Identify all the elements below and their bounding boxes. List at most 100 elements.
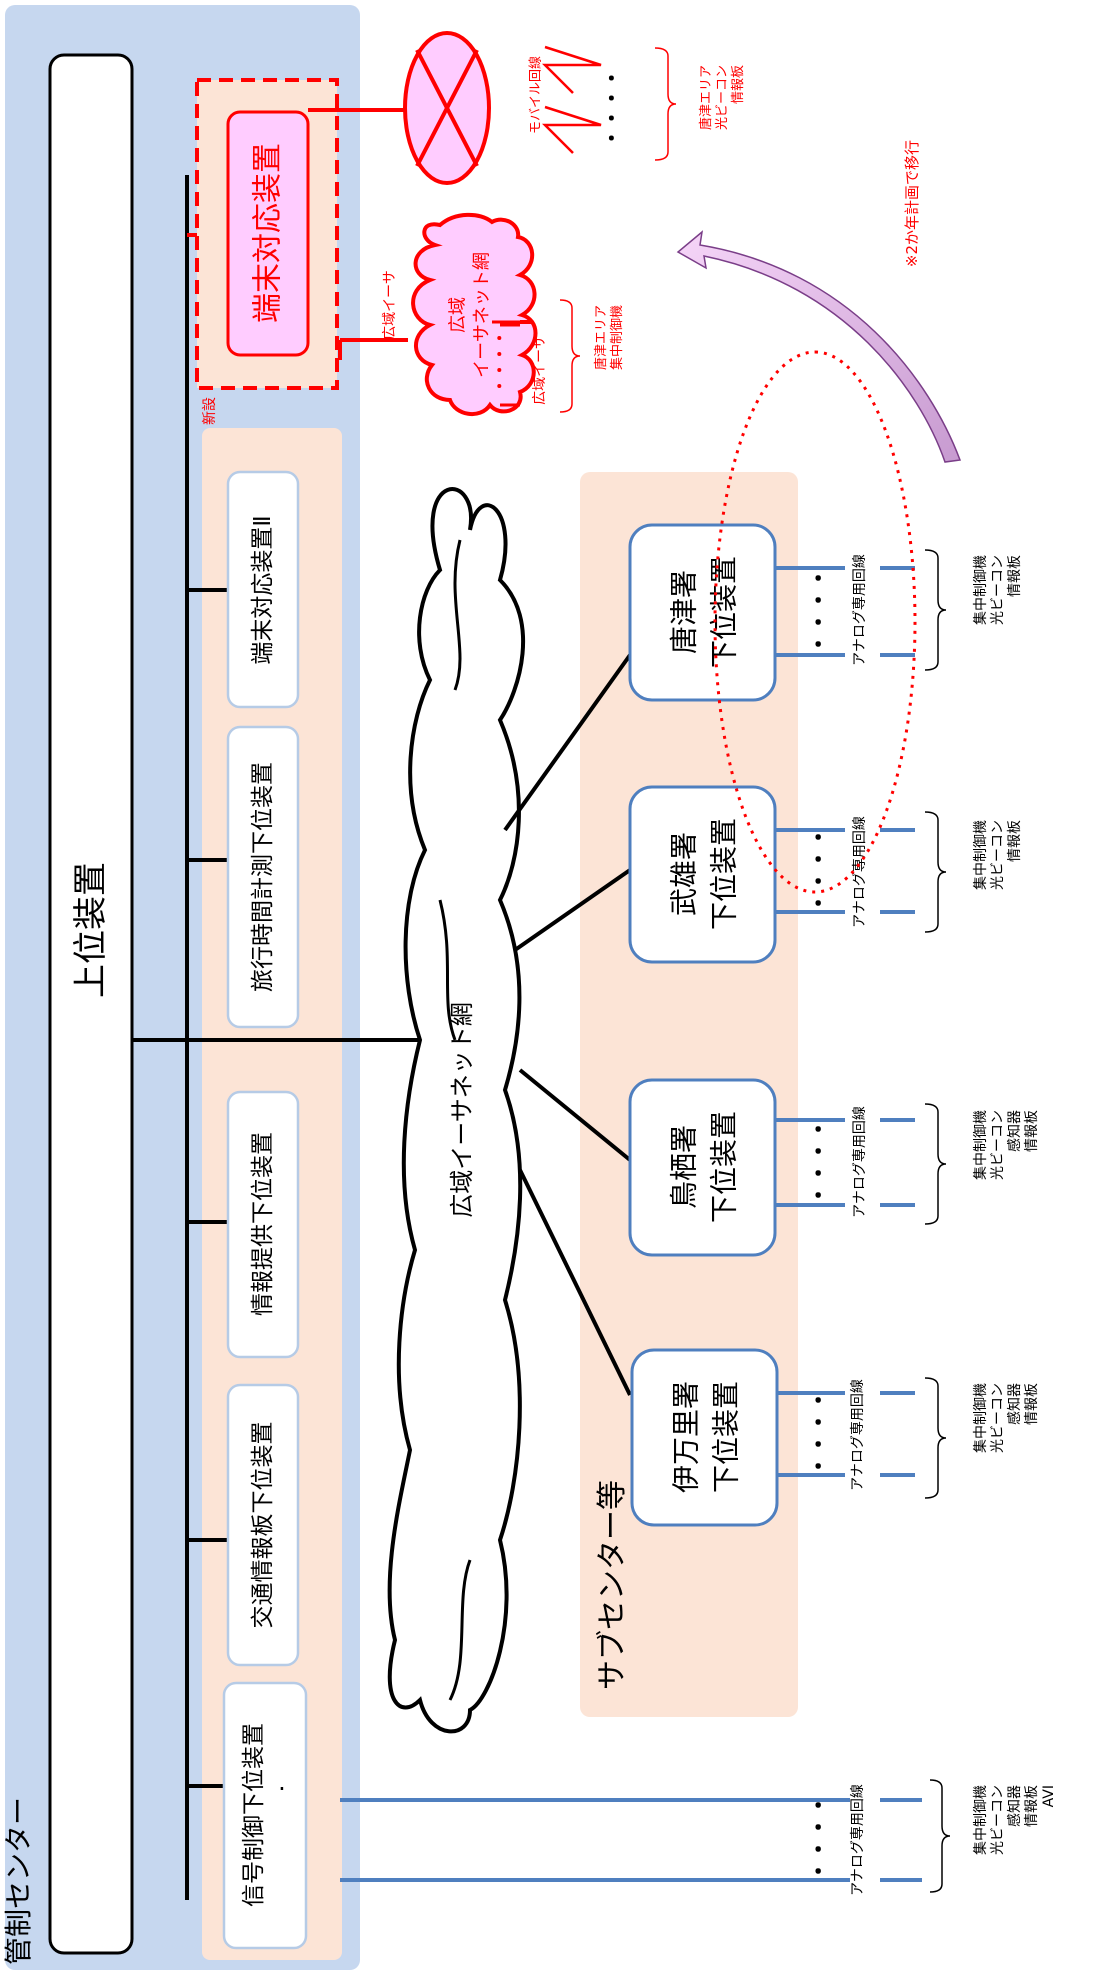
link-tosu xyxy=(518,1068,632,1162)
karatsu-highlight-ellipse xyxy=(713,350,917,894)
sub-unit-box-imari xyxy=(630,1348,779,1527)
sub-center-label: サブセンター等 xyxy=(595,1480,630,1690)
takeo-device-2: 光ビーコン xyxy=(990,820,1006,890)
direct-device-list: 集中制御機 光ビーコン 感知器 情報板 AVI xyxy=(972,1785,1057,1855)
direct-dots: ・・・・ xyxy=(808,1794,833,1882)
new-ether-label-left: 広域イーサ xyxy=(382,270,398,340)
imari-device-1: 集中制御機 xyxy=(972,1383,989,1453)
analog-link-karatsu xyxy=(775,566,915,657)
sub-unit-type-tosu: 下位装置 xyxy=(708,1111,741,1223)
direct-device-3: 感知器 xyxy=(1006,1785,1023,1827)
new-ether-cloud xyxy=(411,212,538,416)
upper-unit-box xyxy=(48,53,134,1955)
lower-unit-box-signal-control xyxy=(222,1681,308,1950)
karatsu-device-2: 光ビーコン xyxy=(990,555,1006,625)
tosu-device-4: 情報板 xyxy=(1024,1110,1040,1152)
karatsu-device-3: 情報板 xyxy=(1007,555,1023,597)
new-ether-dots: ・・・・ xyxy=(491,330,510,394)
signal-control-dot: . xyxy=(278,1768,286,1796)
tosu-analog-label: アナログ専用回線 xyxy=(852,1106,868,1218)
upper-unit-label: 上位装置 xyxy=(71,862,111,998)
mobile-device-1: 唐津エリア xyxy=(698,65,714,130)
lower-unit-box-info-provision xyxy=(226,1090,300,1359)
sub-unit-type-karatsu: 下位装置 xyxy=(708,556,741,668)
imari-device-4: 情報板 xyxy=(1024,1383,1040,1425)
link-imari xyxy=(518,1169,632,1396)
new-cloud-line-1: 広域 xyxy=(448,297,469,333)
sub-unit-name-karatsu: 唐津署 xyxy=(668,570,701,654)
migration-note: ※2か年計画で移行 xyxy=(903,140,921,267)
sub-unit-name-tosu: 鳥栖署 xyxy=(668,1125,701,1209)
direct-device-1: 集中制御機 xyxy=(972,1785,989,1855)
lower-unit-box-traffic-board xyxy=(226,1383,300,1667)
mobile-line-label: モバイル回線 xyxy=(528,56,544,134)
imari-device-3: 感知器 xyxy=(1006,1383,1023,1425)
tosu-device-3: 感知器 xyxy=(1006,1110,1023,1152)
imari-device-list: 集中制御機 光ビーコン 感知器 情報板 xyxy=(972,1383,1040,1453)
cloud-inner-strokes xyxy=(438,539,472,1701)
takeo-device-1: 集中制御機 xyxy=(972,820,989,890)
lower-unit-label-signal-control: 信号制御下位装置 xyxy=(241,1723,267,1907)
analog-link-takeo xyxy=(775,828,915,914)
direct-analog-label: アナログ専用回線 xyxy=(850,1784,866,1896)
mobile-brace xyxy=(654,47,677,161)
takeo-brace xyxy=(924,811,947,933)
lower-unit-label-travel-time: 旅行時間計測下位装置 xyxy=(250,762,276,992)
imari-dots: ・・・・ xyxy=(808,1389,833,1477)
link-takeo xyxy=(513,868,632,952)
tosu-device-2: 光ビーコン xyxy=(990,1110,1006,1180)
new-installation-label: 新設 xyxy=(202,397,218,425)
sub-unit-box-tosu xyxy=(628,1078,777,1257)
direct-device-5: AVI xyxy=(1041,1785,1057,1807)
wide-area-ethernet-cloud xyxy=(387,487,525,1734)
new-ether-brace xyxy=(559,299,581,413)
takeo-dots: ・・・・ xyxy=(808,826,833,914)
mobile-x-stroke-2 xyxy=(415,49,479,167)
sub-unit-type-imari: 下位装置 xyxy=(710,1381,743,1493)
karatsu-dots: ・・・・ xyxy=(808,567,833,655)
imari-device-2: 光ビーコン xyxy=(990,1383,1006,1453)
mobile-signal-glyphs xyxy=(541,45,602,154)
karatsu-analog-label: アナログ専用回線 xyxy=(852,554,868,666)
direct-device-4: 情報板 xyxy=(1024,1785,1040,1827)
tosu-dots: ・・・・ xyxy=(808,1118,833,1206)
new-ether-device-list: 唐津エリア 集中制御機 xyxy=(593,305,625,370)
takeo-device-list: 集中制御機 光ビーコン 情報板 xyxy=(972,820,1023,890)
control-center-label: 管制センター xyxy=(2,1797,35,1965)
lower-unit-label-traffic-board: 交通情報板下位装置 xyxy=(250,1422,276,1629)
tosu-device-1: 集中制御機 xyxy=(972,1110,989,1180)
mobile-device-2: 光ビーコン xyxy=(715,65,730,130)
direct-brace xyxy=(929,1779,951,1893)
sub-unit-box-karatsu xyxy=(628,523,777,702)
lower-unit-box-travel-time xyxy=(226,725,300,1029)
sub-unit-box-takeo xyxy=(628,785,777,964)
new-ether-label-right: 広域イーサ xyxy=(532,335,548,405)
sub-unit-name-imari: 伊万里署 xyxy=(670,1381,703,1493)
new-cloud-line-2: イーサネット網 xyxy=(472,252,493,378)
mobile-device-list: 唐津エリア 光ビーコン 情報板 xyxy=(698,65,746,130)
analog-link-imari xyxy=(777,1391,915,1477)
link-karatsu xyxy=(503,653,632,832)
main-cloud-label: 広域イーサネット網 xyxy=(448,1002,476,1218)
lower-unit-label-terminal-2: 端末対応装置Ⅱ xyxy=(250,515,276,664)
takeo-device-3: 情報板 xyxy=(1007,820,1023,862)
lower-unit-label-info-provision: 情報提供下位装置 xyxy=(250,1132,276,1316)
karatsu-device-1: 集中制御機 xyxy=(972,555,989,625)
tosu-device-list: 集中制御機 光ビーコン 感知器 情報板 xyxy=(972,1110,1040,1180)
new-ether-device-2: 集中制御機 xyxy=(609,305,625,370)
sub-unit-name-takeo: 武雄署 xyxy=(668,832,701,916)
lower-unit-box-terminal-2 xyxy=(226,470,300,709)
mobile-dots: ・・・・ xyxy=(600,68,624,148)
analog-link-tosu xyxy=(775,1118,915,1207)
tosu-brace xyxy=(924,1103,947,1225)
direct-device-2: 光ビーコン xyxy=(990,1785,1006,1855)
new-terminal-unit-label: 端末対応装置 xyxy=(251,143,286,323)
sub-unit-type-takeo: 下位装置 xyxy=(708,818,741,930)
takeo-analog-label: アナログ専用回線 xyxy=(852,816,868,928)
new-ether-device-1: 唐津エリア xyxy=(593,305,609,370)
mobile-device-3: 情報板 xyxy=(731,65,746,104)
imari-analog-label: アナログ専用回線 xyxy=(850,1379,866,1491)
karatsu-device-list: 集中制御機 光ビーコン 情報板 xyxy=(972,555,1023,625)
imari-brace xyxy=(924,1377,947,1499)
